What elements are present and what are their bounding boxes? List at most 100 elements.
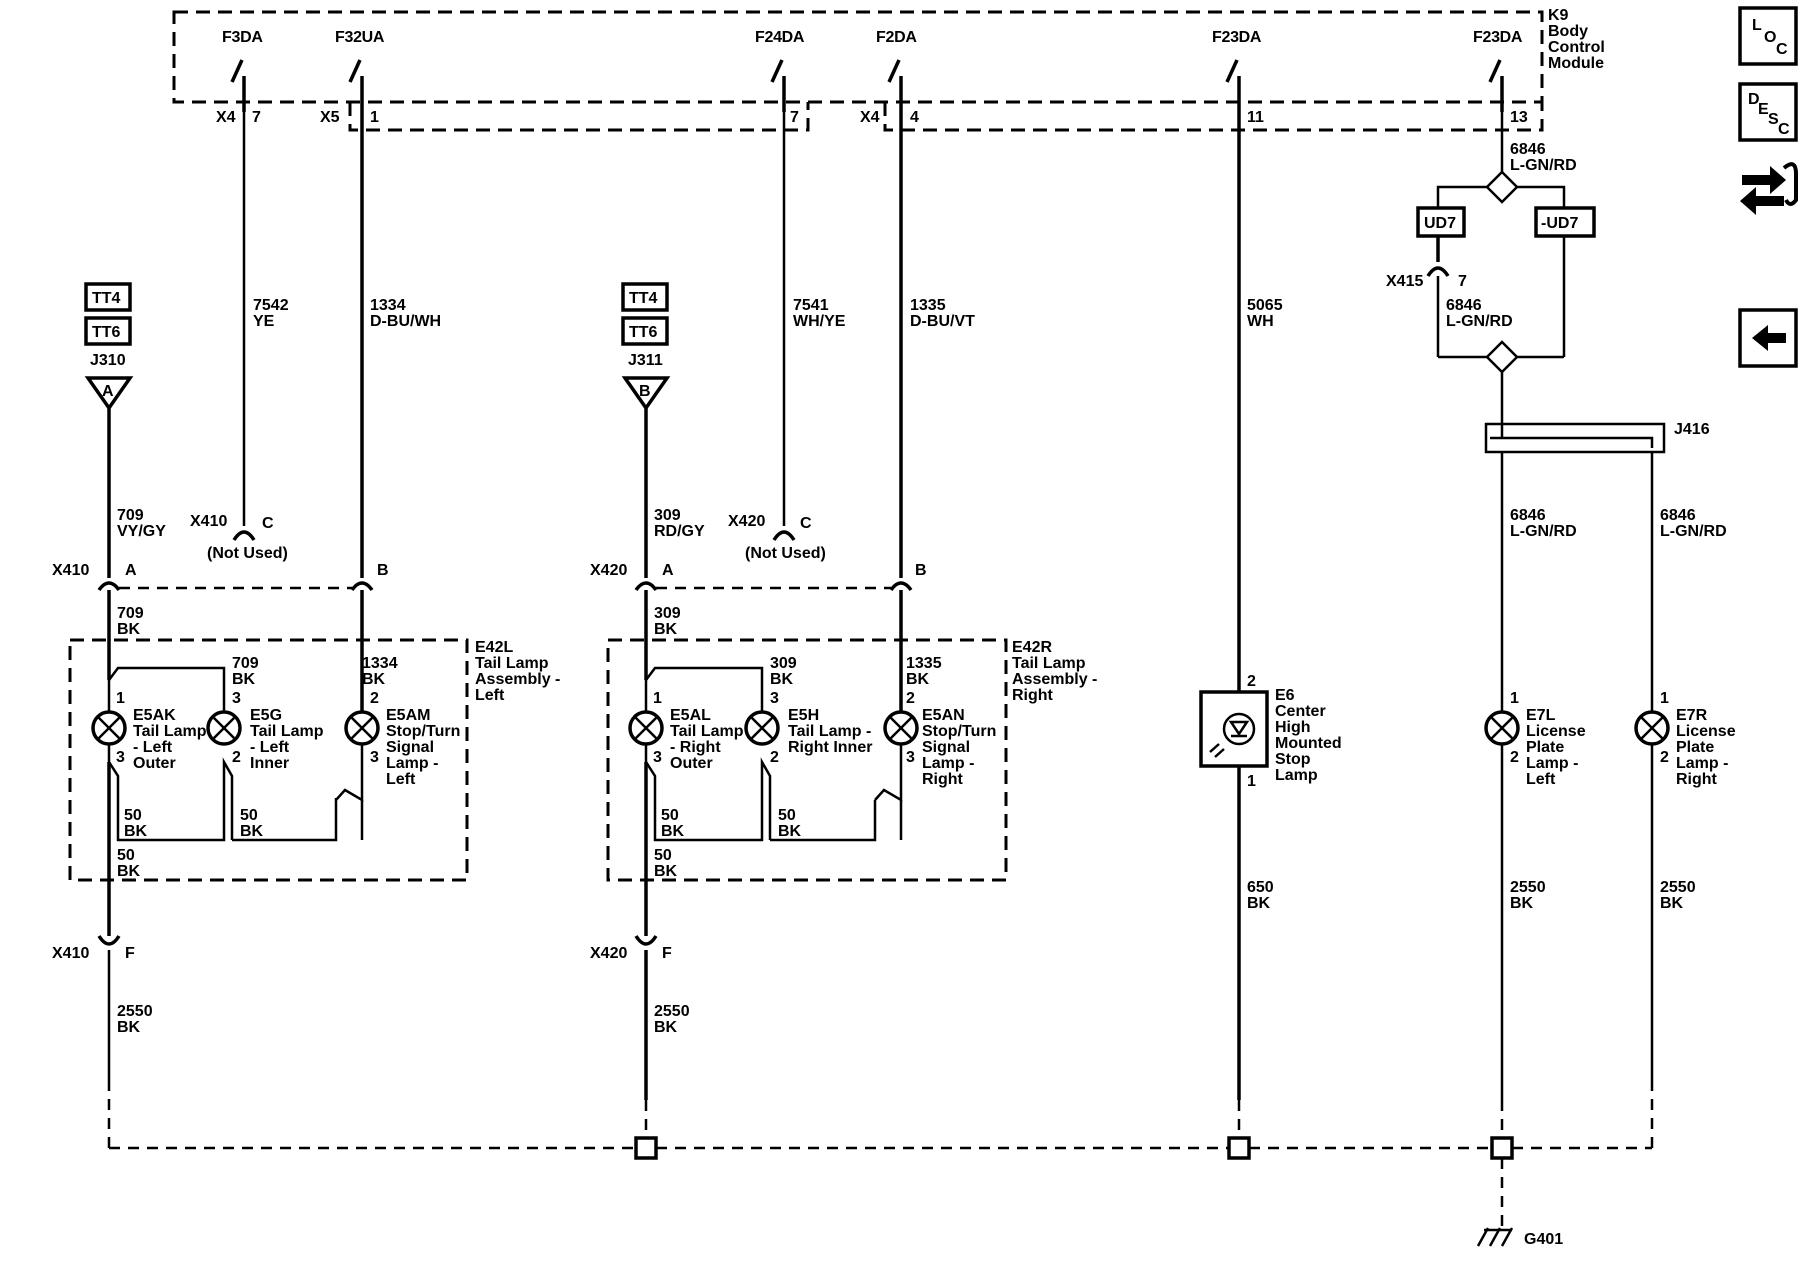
svg-text:F24DA: F24DA xyxy=(755,29,805,46)
svg-text:2550: 2550 xyxy=(654,1003,690,1020)
svg-text:A: A xyxy=(102,383,114,400)
wire-7542: 7542 YE xyxy=(242,112,289,526)
fuse-f32ua: F32UA xyxy=(335,29,385,112)
svg-text:E6: E6 xyxy=(1275,687,1295,704)
svg-text:License: License xyxy=(1676,723,1736,740)
svg-text:L-GN/RD: L-GN/RD xyxy=(1446,313,1513,330)
svg-text:X420: X420 xyxy=(590,945,627,962)
svg-text:O: O xyxy=(1764,29,1776,46)
svg-text:2550: 2550 xyxy=(117,1003,153,1020)
svg-text:50: 50 xyxy=(117,847,135,864)
fuse-f24da: F24DA xyxy=(755,29,805,112)
license-plate-lamp-right: 1 2 E7R License Plate Lamp - Right 2550 … xyxy=(1634,690,1736,1080)
wire-6846-option-tree: 6846 L-GN/RD UD7 -UD7 X415 7 6846 L-GN/R… xyxy=(1386,112,1596,438)
svg-text:- Right: - Right xyxy=(670,739,721,756)
svg-text:E5AK: E5AK xyxy=(133,707,176,724)
svg-text:L-GN/RD: L-GN/RD xyxy=(1660,523,1727,540)
svg-text:F23DA: F23DA xyxy=(1212,29,1262,46)
svg-text:Tail Lamp: Tail Lamp xyxy=(670,723,744,740)
svg-text:E7R: E7R xyxy=(1676,707,1708,724)
svg-text:Right Inner: Right Inner xyxy=(788,739,872,756)
connector-swap-icon[interactable] xyxy=(1740,162,1798,215)
svg-text:BK: BK xyxy=(906,671,930,688)
svg-text:709: 709 xyxy=(232,655,259,672)
svg-text:J416: J416 xyxy=(1674,421,1710,438)
license-plate-lamp-left: 1 2 E7L License Plate Lamp - Left 2550 B… xyxy=(1484,690,1586,1100)
svg-text:2550: 2550 xyxy=(1510,879,1546,896)
svg-text:E42R: E42R xyxy=(1012,639,1052,656)
svg-text:F2DA: F2DA xyxy=(876,29,917,46)
svg-text:X410: X410 xyxy=(190,513,227,530)
svg-text:D-BU/WH: D-BU/WH xyxy=(370,313,441,330)
module-name-line3: Module xyxy=(1548,55,1604,72)
left-tail-lamp-group: TT4 TT6 J310 A 709 VY/GY X410 C (Not Use… xyxy=(52,282,560,1080)
description-button[interactable]: D E S C xyxy=(1738,82,1798,142)
svg-text:Tail Lamp: Tail Lamp xyxy=(1012,655,1086,672)
svg-text:X410: X410 xyxy=(52,562,89,579)
svg-text:TT6: TT6 xyxy=(629,324,658,341)
chmsl-body xyxy=(1199,690,1269,768)
svg-text:Left: Left xyxy=(1526,771,1556,788)
svg-text:Lamp -: Lamp - xyxy=(1676,755,1728,772)
svg-text:1: 1 xyxy=(370,109,379,126)
svg-text:BK: BK xyxy=(362,671,386,688)
svg-text:Stop/Turn: Stop/Turn xyxy=(386,723,460,740)
right-tail-lamp-group: TT4 TT6 J311 B 309 RD/GY X420 C (Not Use… xyxy=(590,282,1097,1100)
svg-text:4: 4 xyxy=(910,109,919,126)
svg-text:Outer: Outer xyxy=(133,755,176,772)
svg-text:Tail Lamp -: Tail Lamp - xyxy=(788,723,871,740)
location-button[interactable]: L O C xyxy=(1738,6,1798,66)
svg-text:C: C xyxy=(262,515,274,532)
svg-text:Left: Left xyxy=(475,687,505,704)
svg-text:C: C xyxy=(1776,41,1788,58)
option-ud7: UD7 xyxy=(1424,215,1456,232)
svg-text:1: 1 xyxy=(1247,773,1256,790)
svg-text:F: F xyxy=(125,945,135,962)
svg-text:Signal: Signal xyxy=(922,739,970,756)
svg-text:Right: Right xyxy=(922,771,964,788)
svg-text:License: License xyxy=(1526,723,1586,740)
svg-text:X420: X420 xyxy=(590,562,627,579)
svg-text:Right: Right xyxy=(1676,771,1718,788)
svg-text:3: 3 xyxy=(906,749,915,766)
svg-text:BK: BK xyxy=(778,823,802,840)
svg-text:5065: 5065 xyxy=(1247,297,1283,314)
svg-text:VY/GY: VY/GY xyxy=(117,523,166,540)
svg-text:B: B xyxy=(915,562,927,579)
wire-5065: 5065 WH xyxy=(1237,112,1283,692)
svg-text:E: E xyxy=(1758,101,1769,118)
ground-splice-2 xyxy=(1227,1136,1251,1160)
svg-text:2: 2 xyxy=(232,749,241,766)
svg-text:E5AM: E5AM xyxy=(386,707,430,724)
fuse-f2da: F2DA xyxy=(876,29,918,112)
svg-text:F23DA: F23DA xyxy=(1473,29,1523,46)
svg-text:BK: BK xyxy=(654,621,678,638)
ground-splice-3 xyxy=(1490,1136,1514,1160)
svg-text:BK: BK xyxy=(654,863,678,880)
svg-text:F: F xyxy=(662,945,672,962)
svg-text:E42L: E42L xyxy=(475,639,513,656)
module-ref: K9 xyxy=(1548,7,1569,24)
svg-text:2: 2 xyxy=(370,690,379,707)
svg-text:- Left: - Left xyxy=(133,739,173,756)
svg-text:D-BU/VT: D-BU/VT xyxy=(910,313,975,330)
ground-g401: G401 xyxy=(1524,1231,1563,1248)
svg-text:50: 50 xyxy=(124,807,142,824)
svg-text:1335: 1335 xyxy=(910,297,946,314)
svg-text:(Not Used): (Not Used) xyxy=(745,545,826,562)
svg-text:Inner: Inner xyxy=(250,755,289,772)
tt6-box xyxy=(84,316,132,346)
svg-text:2: 2 xyxy=(770,749,779,766)
svg-text:Lamp -: Lamp - xyxy=(922,755,974,772)
svg-text:(Not Used): (Not Used) xyxy=(207,545,288,562)
svg-text:7: 7 xyxy=(1458,273,1467,290)
svg-text:1335: 1335 xyxy=(906,655,942,672)
chmsl-e6: 2 1 E6 Center High Mounted Stop Lamp 650… xyxy=(1199,673,1342,1100)
svg-text:309: 309 xyxy=(654,605,681,622)
splice-j310: J310 xyxy=(90,352,126,369)
svg-text:Lamp -: Lamp - xyxy=(386,755,438,772)
svg-text:TT4: TT4 xyxy=(629,290,658,307)
back-button[interactable] xyxy=(1738,308,1798,368)
tt4-box xyxy=(84,282,132,312)
